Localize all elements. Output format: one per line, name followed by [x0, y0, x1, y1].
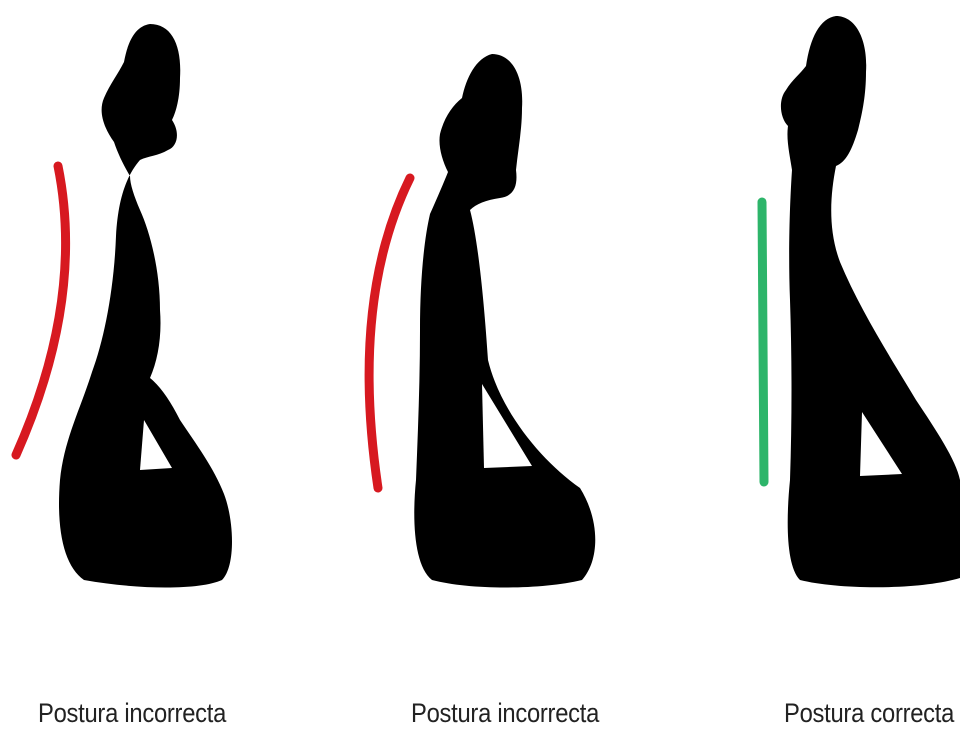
silhouette-2 [414, 54, 595, 588]
spine-line-curved-2 [369, 178, 410, 488]
silhouette-1 [59, 24, 232, 588]
silhouette-3 [781, 16, 960, 587]
caption-figure-1: Postura incorrecta [38, 698, 226, 729]
figure-correct: Postura correcta [640, 0, 960, 739]
figure-3-svg [640, 0, 960, 739]
spine-line-curved-1 [16, 166, 66, 455]
figure-incorrect-1: Postura incorrecta [0, 0, 320, 739]
figure-incorrect-2: Postura incorrecta [320, 0, 640, 739]
arm-gap-2 [482, 384, 532, 468]
caption-figure-3: Postura correcta [784, 698, 954, 729]
figure-1-svg [0, 0, 320, 739]
figure-2-svg [320, 0, 640, 739]
caption-figure-2: Postura incorrecta [411, 698, 599, 729]
spine-line-straight [762, 202, 764, 482]
